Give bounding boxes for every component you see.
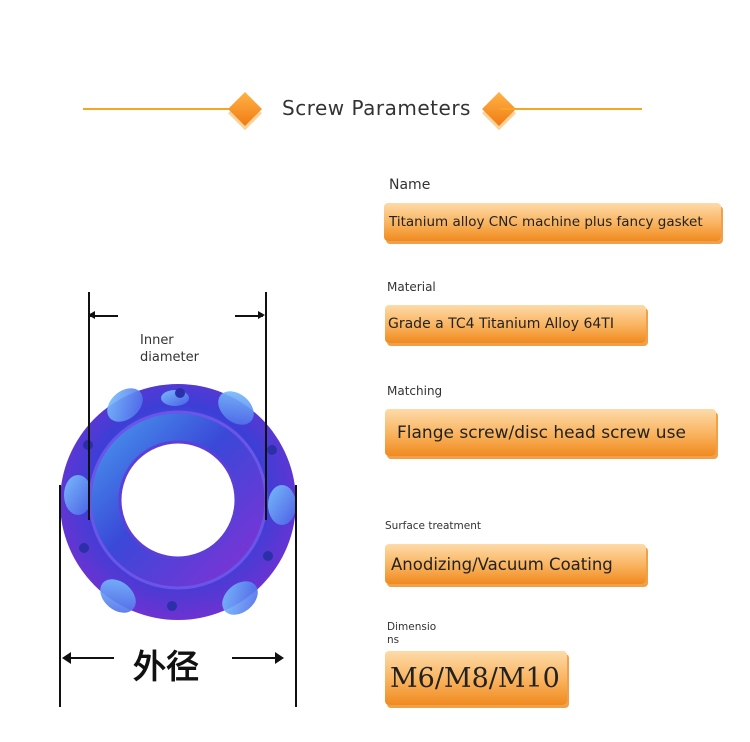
param-value-matching: Flange screw/disc head screw use [385,409,716,456]
param-value-material-text: Grade a TC4 Titanium Alloy 64TI [388,316,614,332]
param-value-matching-text: Flange screw/disc head screw use [397,422,686,443]
param-value-dimensions: M6/M8/M10 [385,651,567,705]
inner-dimension-line-left [88,292,90,520]
page-title: Screw Parameters [282,96,471,120]
outer-dimension-line-left [59,485,61,707]
param-value-surface: Anodizing/Vacuum Coating [385,544,646,584]
inner-arrow-left [88,312,118,318]
param-value-dimensions-text: M6/M8/M10 [390,662,560,694]
param-label-dimensions: Dimensions [387,621,437,646]
washer-diagram: Inner diameter 外径 [0,0,360,742]
param-value-name-text: Titanium alloy CNC machine plus fancy ga… [389,214,703,230]
outer-arrow-left [62,652,114,664]
header-line-right [500,108,642,110]
outer-diameter-label: 外径 [133,647,199,686]
param-label-name: Name [389,177,431,193]
param-value-name: Titanium alloy CNC machine plus fancy ga… [384,203,721,241]
param-value-material: Grade a TC4 Titanium Alloy 64TI [385,305,646,343]
inner-dimension-line-right [265,292,267,520]
inner-arrow-right [235,312,265,318]
outer-arrow-right [232,652,284,664]
param-label-matching: Matching [387,384,443,398]
washer-image [60,384,296,620]
param-label-surface: Surface treatment [385,520,482,532]
outer-dimension-line-right [295,485,297,707]
param-label-material: Material [387,280,436,294]
inner-diameter-label: Inner diameter [140,333,199,365]
param-value-surface-text: Anodizing/Vacuum Coating [391,554,613,574]
header-line-left [83,108,243,110]
